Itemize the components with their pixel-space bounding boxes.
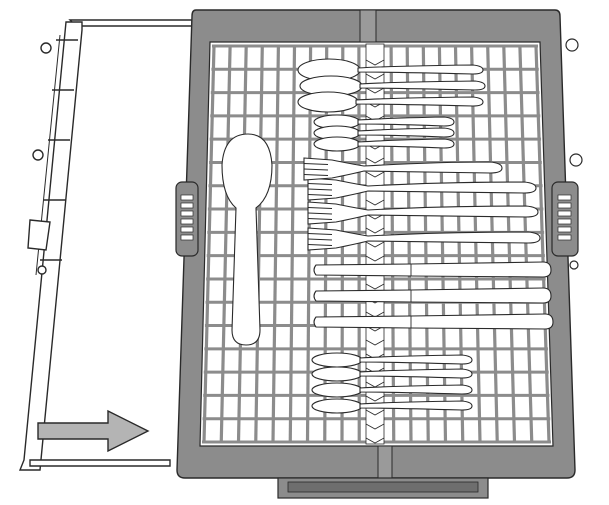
tray-knobs: [565, 38, 583, 270]
spoon-icon: [299, 75, 486, 97]
grip-rib: [180, 202, 194, 209]
knife-icon: [313, 313, 554, 330]
grip-rib: [180, 218, 194, 225]
spoon-icon: [313, 136, 455, 152]
divider-clip: [365, 409, 385, 416]
divider-clip: [365, 59, 385, 66]
grip-rib: [557, 210, 572, 217]
grip-rib: [180, 234, 194, 241]
grip-rib: [557, 202, 572, 209]
grid-bar-vertical: [271, 45, 280, 443]
spoon-icon: [311, 366, 473, 382]
divider-clip: [365, 339, 385, 346]
grip-handle-icon: [180, 194, 194, 241]
grip-rib: [557, 234, 572, 241]
divider-clip: [365, 255, 385, 262]
grid-bar-vertical: [219, 45, 232, 443]
slide-rail[interactable]: [18, 19, 193, 471]
fork-icon: [303, 157, 503, 181]
serving-spoon-icon: [221, 133, 273, 346]
divider-clip: [365, 437, 385, 444]
divider-clip: [365, 395, 385, 402]
divider-clip: [365, 199, 385, 206]
grip-handle-left[interactable]: [175, 181, 199, 257]
divider-clip: [365, 87, 385, 94]
grip-rib: [180, 226, 194, 233]
grid-bar-vertical: [254, 45, 264, 443]
fork-icon: [307, 201, 539, 225]
divider-clip: [365, 241, 385, 248]
divider-clip: [365, 227, 385, 234]
grip-rib: [180, 194, 194, 201]
divider-clip: [365, 73, 385, 80]
grip-rib: [557, 218, 572, 225]
knife-icon: [313, 287, 552, 304]
grid-bar-vertical: [288, 45, 297, 443]
arrow-right-icon: [37, 409, 150, 453]
grip-rib: [557, 226, 572, 233]
fork-icon: [307, 177, 537, 201]
grip-handle-icon: [557, 194, 572, 241]
grip-rib: [180, 210, 194, 217]
grid-bar-vertical: [486, 45, 499, 443]
grip-handle-right[interactable]: [551, 181, 579, 257]
divider-clip: [365, 423, 385, 430]
spoon-icon: [311, 382, 473, 398]
divider-clip: [365, 283, 385, 290]
grid-bar-vertical: [502, 45, 517, 443]
divider-clip: [365, 171, 385, 178]
cutlery-set: [221, 58, 554, 414]
spoon-icon: [297, 58, 484, 82]
grid-bar-vertical: [470, 45, 482, 443]
spoon-icon: [297, 91, 484, 113]
spoon-icon: [313, 125, 455, 141]
spoon-icon: [311, 398, 473, 414]
grid-bar-vertical: [534, 45, 551, 443]
grid-bar-vertical: [202, 45, 216, 443]
knife-icon: [313, 261, 552, 278]
divider-clip: [365, 157, 385, 164]
grid-bar-vertical: [518, 45, 534, 443]
fork-icon: [307, 227, 541, 251]
grip-rib: [557, 194, 572, 201]
